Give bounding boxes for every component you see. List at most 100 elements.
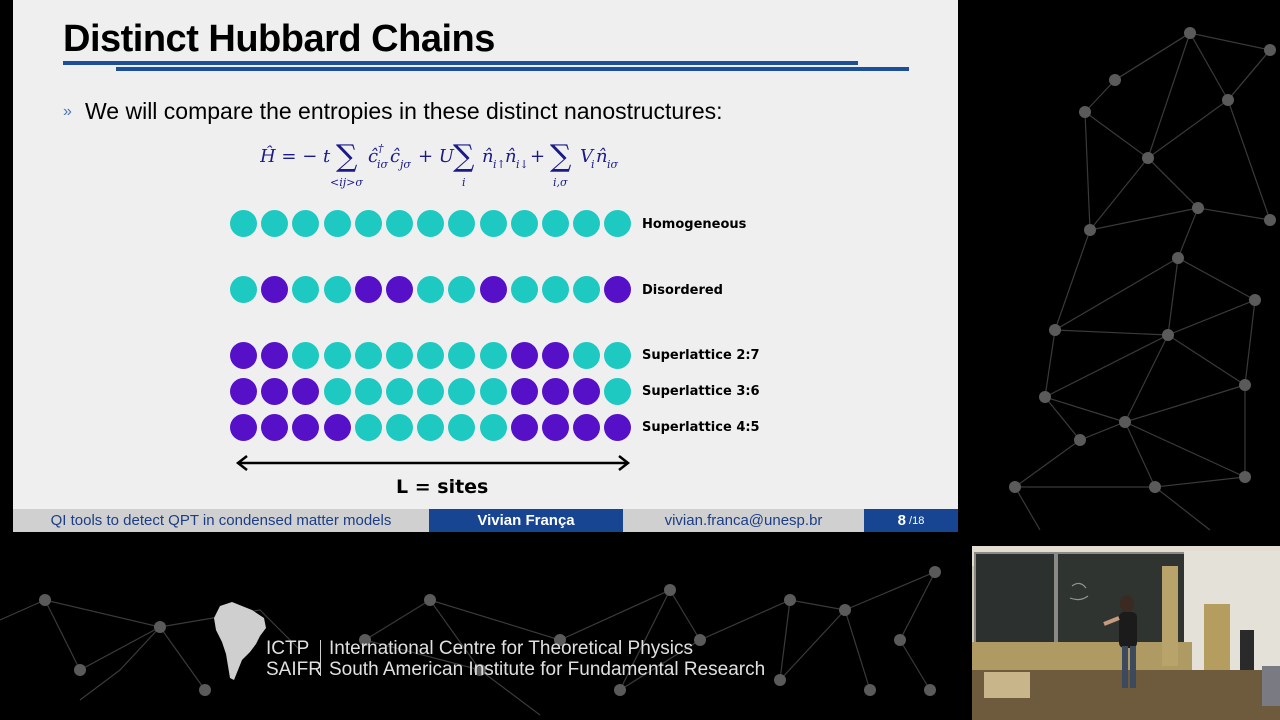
speaker-camera-feed (972, 546, 1280, 720)
site-purple (323, 413, 351, 441)
site-cyan (354, 209, 382, 237)
site-cyan (448, 413, 476, 441)
hamiltonian-formula: Ĥ = − t ∑ <ij>σ ĉ † iσ ĉ jσ + U ∑ i n̂ i… (260, 139, 619, 189)
site-cyan (479, 377, 507, 405)
site-purple (541, 413, 569, 441)
site-cyan (417, 341, 445, 369)
dagger-sup: † (378, 142, 384, 155)
footer-page-number: 8 /18 (864, 509, 958, 532)
site-purple (230, 341, 257, 369)
current-page: 8 (897, 512, 907, 529)
site-cyan (573, 209, 601, 237)
footer-author: Vivian França (429, 509, 623, 532)
site-purple (230, 413, 257, 441)
sum2-lower: i (462, 176, 466, 189)
logo-divider (320, 640, 321, 676)
ictp-saifr-logo: ICTP SAIFR International Centre for Theo… (212, 600, 782, 685)
chain-label: Superlattice 2:7 (642, 348, 760, 363)
sum3-lower: i,σ (553, 176, 568, 189)
site-purple (604, 275, 632, 303)
site-cyan (323, 341, 351, 369)
site-cyan (573, 341, 601, 369)
plus-2: + (530, 146, 545, 167)
site-cyan (385, 377, 413, 405)
site-cyan (448, 209, 476, 237)
site-cyan (292, 209, 320, 237)
v-term: V (580, 146, 595, 167)
sum1-lower: <ij>σ (330, 176, 363, 189)
site-cyan (323, 209, 351, 237)
site-cyan (385, 413, 413, 441)
site-cyan (479, 209, 507, 237)
site-cyan (292, 275, 320, 303)
site-cyan (604, 341, 632, 369)
chain-row (230, 274, 635, 304)
n-up-sub: i↑ (493, 158, 506, 171)
c-dagger-sub: iσ (377, 158, 389, 171)
site-cyan (541, 209, 569, 237)
sum-symbol-3: ∑ (550, 139, 572, 174)
saifr-abbr: SAIFR (266, 659, 322, 680)
site-purple (292, 377, 320, 405)
chain-label: Superlattice 3:6 (642, 384, 760, 399)
site-purple (510, 341, 538, 369)
chain-row (230, 376, 635, 406)
site-cyan (417, 209, 445, 237)
site-purple (510, 413, 538, 441)
site-cyan (541, 275, 569, 303)
site-purple (261, 377, 289, 405)
sum-symbol-1: ∑ (336, 139, 358, 174)
chain-label: Homogeneous (642, 217, 747, 232)
site-cyan (417, 377, 445, 405)
chain-label: Superlattice 4:5 (642, 420, 760, 435)
site-cyan (385, 209, 413, 237)
site-purple (510, 377, 538, 405)
site-cyan (604, 209, 632, 237)
ictp-abbr: ICTP (266, 638, 310, 659)
site-cyan (417, 413, 445, 441)
chain-label: Disordered (642, 283, 723, 298)
title-underline-offset (116, 67, 909, 71)
site-cyan (479, 341, 507, 369)
slide-footer: QI tools to detect QPT in condensed matt… (13, 509, 958, 532)
chain-row (230, 208, 635, 238)
formula-lhs: Ĥ = − t (260, 144, 331, 167)
site-cyan (354, 413, 382, 441)
sum-symbol-2: ∑ (453, 139, 475, 174)
site-purple (354, 275, 382, 303)
site-purple (292, 413, 320, 441)
n-down-sub: i↓ (516, 158, 529, 171)
site-purple (261, 275, 289, 303)
double-chevron-right-icon: » (63, 102, 72, 120)
n-sigma-sub: iσ (607, 158, 619, 171)
site-cyan (292, 341, 320, 369)
site-cyan (417, 275, 445, 303)
site-purple (573, 377, 601, 405)
site-cyan (479, 413, 507, 441)
ictp-abbreviation: ICTP SAIFR (266, 638, 322, 680)
v-sub: i (591, 158, 595, 171)
site-cyan (448, 377, 476, 405)
site-purple (541, 377, 569, 405)
site-purple (541, 341, 569, 369)
south-america-map-icon (214, 602, 266, 680)
site-purple (385, 275, 413, 303)
footer-email: vivian.franca@unesp.br (623, 509, 864, 532)
site-purple (261, 413, 289, 441)
length-label: L = sites (396, 476, 489, 498)
site-purple (261, 341, 289, 369)
site-cyan (230, 275, 257, 303)
site-purple (604, 413, 632, 441)
chain-row (230, 412, 635, 442)
saifr-fullname: South American Institute for Fundamental… (329, 659, 766, 680)
site-cyan (354, 341, 382, 369)
site-cyan (261, 209, 289, 237)
slide-title: Distinct Hubbard Chains (63, 18, 495, 60)
c-dagger: ĉ (368, 146, 378, 167)
site-purple (573, 413, 601, 441)
site-purple (230, 377, 257, 405)
total-pages: /18 (909, 514, 925, 527)
n-up: n̂ (482, 146, 494, 167)
